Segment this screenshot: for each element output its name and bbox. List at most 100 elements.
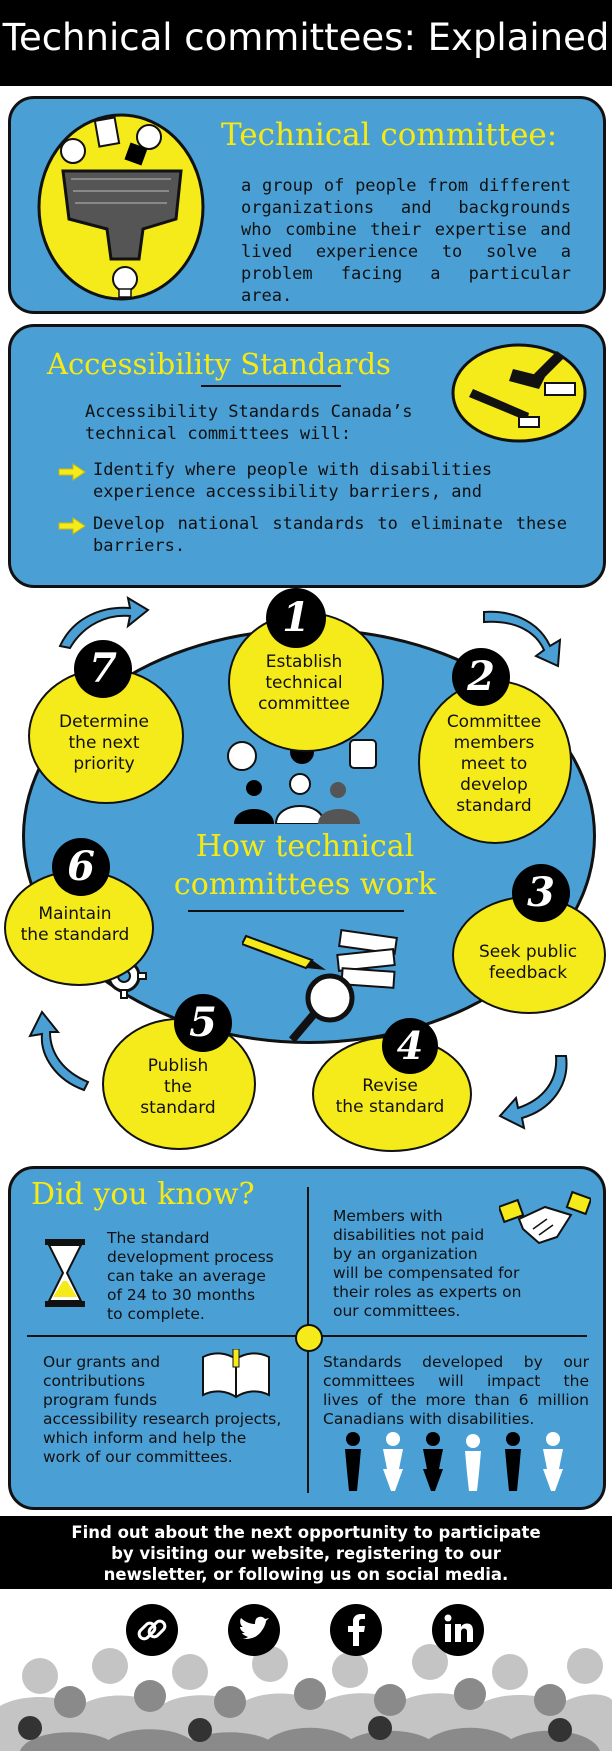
- fact-line: our committees.: [333, 1302, 461, 1320]
- fact-line: The standard: [107, 1229, 210, 1247]
- fact-line: disabilities not paid: [333, 1226, 485, 1244]
- did-you-know-panel: Did you know? The standard development p…: [8, 1166, 606, 1510]
- step-label-line: the: [164, 1077, 192, 1097]
- fact-grants: Our grants and contributions program fun…: [43, 1353, 313, 1467]
- step-label-line: members: [453, 733, 535, 753]
- fact-line: development process: [107, 1248, 274, 1266]
- bullet-line: experience accessibility barriers, and: [93, 482, 482, 502]
- step-label-line: technical: [265, 673, 343, 693]
- people-figures-icon: [345, 1432, 563, 1491]
- step-label-line: committee: [258, 694, 350, 714]
- step-label-line: Seek public: [478, 942, 578, 962]
- fact-line: their roles as experts on: [333, 1283, 522, 1301]
- fact-line: committees will impact the: [323, 1372, 589, 1390]
- bullet-line: barriers.: [93, 536, 186, 556]
- footer-bar: Find out about the next opportunity to p…: [0, 1516, 612, 1589]
- crowd-silhouette: [0, 1644, 612, 1751]
- fact-line: by an organization: [333, 1245, 478, 1263]
- standards-bullet-2: Develop national standards to eliminate …: [93, 513, 567, 557]
- arrow-right-icon: [57, 517, 87, 535]
- book-icon: [202, 1349, 270, 1399]
- did-you-know-title: Did you know?: [31, 1177, 255, 1212]
- step-5-label: Publish the standard: [108, 1056, 248, 1119]
- step-label-line: feedback: [488, 963, 568, 983]
- linkedin-icon[interactable]: [432, 1604, 484, 1656]
- bullet-line: Identify where people with disabilities: [93, 460, 493, 480]
- step-4-label: Revise the standard: [320, 1076, 460, 1118]
- step-label-line: Establish: [265, 652, 343, 672]
- fact-line: work of our committees.: [43, 1448, 233, 1466]
- step-7-number: 7: [74, 640, 132, 698]
- link-icon[interactable]: [126, 1604, 178, 1656]
- cycle-title: How technical committees work: [130, 828, 480, 904]
- definition-line: a group of people from different: [241, 176, 571, 196]
- step-1-number: 1: [266, 588, 326, 648]
- cycle-title-underline: [188, 910, 404, 912]
- standards-intro-line: Accessibility Standards Canada’s: [85, 402, 413, 422]
- step-label-line: Committee: [446, 712, 542, 732]
- fact-line: of 24 to 30 months: [107, 1286, 256, 1304]
- page-header: Technical committees: Explained: [0, 0, 612, 86]
- fact-line: can take an average: [107, 1267, 266, 1285]
- committee-people-icon: [227, 739, 377, 824]
- standards-bullet-1: Identify where people with disabilities …: [93, 459, 563, 503]
- step-7-label: Determine the next priority: [34, 712, 174, 775]
- title-underline: [201, 385, 341, 387]
- step-6-label: Maintain the standard: [8, 904, 142, 946]
- facebook-icon[interactable]: [330, 1604, 382, 1656]
- step-1-label: Establish technical committee: [234, 652, 374, 715]
- fact-line: Canadians with disabilities.: [323, 1410, 535, 1428]
- fact-line: will be compensated for: [333, 1264, 520, 1282]
- step-label-line: Maintain: [38, 904, 112, 924]
- cycle-title-line: committees work: [173, 867, 437, 902]
- fact-line: lives of the more than 6 million: [323, 1391, 589, 1409]
- step-label-line: the standard: [335, 1097, 445, 1117]
- step-label-line: Revise: [362, 1076, 418, 1096]
- standards-intro: Accessibility Standards Canada’s technic…: [85, 401, 445, 445]
- handshake-icon: [499, 1190, 591, 1245]
- bullet-line: Develop national standards to eliminate …: [93, 514, 567, 534]
- page-title: Technical committees: Explained: [2, 16, 610, 59]
- twitter-icon[interactable]: [228, 1604, 280, 1656]
- pencil-magnifier-icon: [242, 929, 398, 1043]
- footer-line: newsletter, or following us on social me…: [103, 1565, 509, 1584]
- cycle-arrow-icon: [498, 1055, 568, 1130]
- funnel-lightbulb-icon: [31, 109, 211, 305]
- step-label-line: develop: [460, 775, 528, 795]
- fact-line: Our grants and: [43, 1353, 161, 1371]
- cycle-arrow-icon: [58, 596, 150, 650]
- step-6-number: 6: [52, 838, 110, 896]
- step-4-number: 4: [382, 1018, 438, 1074]
- ramp-wheelchair-icon: [449, 341, 589, 445]
- step-label-line: standard: [456, 796, 532, 816]
- footer-line: by visiting our website, registering to …: [111, 1544, 501, 1563]
- definition-title: Technical committee:: [221, 117, 558, 153]
- definition-text: a group of people from different organiz…: [241, 175, 571, 307]
- step-2-circle: [418, 680, 572, 844]
- step-label-line: Determine: [59, 712, 149, 732]
- definition-line: organizations and backgrounds: [241, 198, 571, 218]
- step-label-line: the next: [68, 733, 140, 753]
- fact-line: program funds: [43, 1391, 158, 1409]
- cycle-arrow-icon: [483, 610, 562, 668]
- definition-line: problem facing a particular area.: [241, 264, 571, 306]
- cycle-title-line: How technical: [195, 829, 415, 864]
- step-label-line: the standard: [20, 925, 130, 945]
- fact-compensation: Members with disabilities not paid by an…: [333, 1207, 583, 1321]
- definition-panel: Technical committee: a group of people f…: [8, 96, 606, 314]
- fact-line: to complete.: [107, 1305, 205, 1323]
- fact-line: Standards developed by our: [323, 1353, 589, 1371]
- fact-duration: The standard development process can tak…: [107, 1229, 297, 1324]
- standards-intro-line: technical committees will:: [85, 424, 352, 444]
- divider-dot: [295, 1324, 323, 1352]
- step-3-number: 3: [512, 864, 570, 922]
- standards-title: Accessibility Standards: [47, 347, 391, 381]
- definition-line: who combine their expertise and: [241, 220, 571, 240]
- step-2-number: 2: [452, 648, 510, 706]
- step-label-line: priority: [73, 754, 135, 774]
- footer-text: Find out about the next opportunity to p…: [0, 1522, 612, 1585]
- definition-line: lived experience to solve a: [241, 242, 571, 262]
- step-label-line: standard: [140, 1098, 216, 1118]
- cycle-arrow-icon: [28, 1010, 90, 1092]
- step-2-label: Committee members meet to develop standa…: [424, 712, 564, 817]
